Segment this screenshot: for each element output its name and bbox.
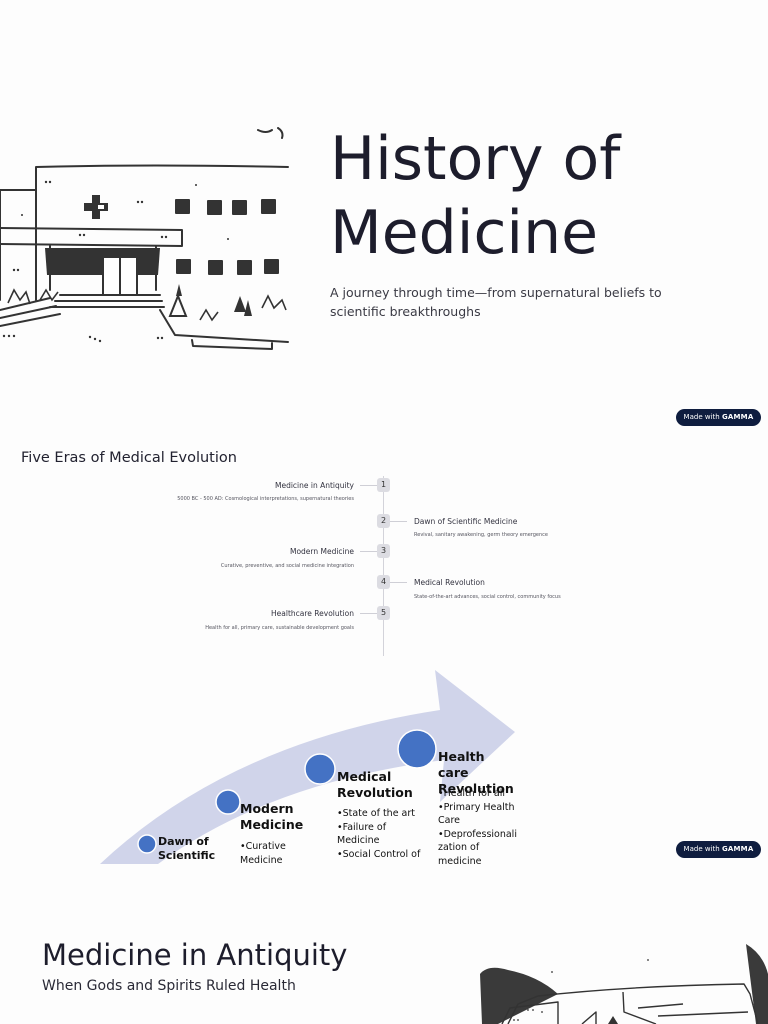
timeline-connector <box>360 551 377 552</box>
bullet: Medicine <box>337 835 380 846</box>
ancient-ruins-illustration <box>480 944 768 1024</box>
timeline-desc: 5000 BC - 500 AD: Cosmological interpret… <box>177 496 354 502</box>
timeline-desc: Revival, sanitary awakening, germ theory… <box>414 532 548 538</box>
slide-title: Medicine in Antiquity <box>42 938 348 972</box>
title-slide: History of Medicine A journey through ti… <box>0 0 768 432</box>
timeline-number: 3 <box>377 544 390 558</box>
era-dot <box>215 789 241 815</box>
arrow-label: Dawn of Scientific <box>158 835 216 862</box>
timeline-title: Medicine in Antiquity <box>275 481 354 490</box>
slide-title: History of Medicine <box>330 122 620 270</box>
title-line-2: Medicine <box>330 198 599 268</box>
bullet: medicine <box>438 855 482 867</box>
timeline-connector <box>360 485 377 486</box>
timeline-title: Medical Revolution <box>414 578 485 587</box>
arrow-label: Health care Revolution <box>438 749 514 796</box>
bullet: •Health for all <box>438 788 506 799</box>
badge-brand: GAMMA <box>721 413 754 421</box>
timeline-number: 5 <box>377 606 390 620</box>
made-with-gamma-badge[interactable]: Made with GAMMA <box>676 409 761 426</box>
bullet: •Primary Health <box>438 801 515 813</box>
made-with-gamma-badge[interactable]: Made with GAMMA <box>676 841 761 858</box>
timeline-number: 1 <box>377 478 390 492</box>
timeline-number: 2 <box>377 514 390 528</box>
antiquity-slide: Medicine in Antiquity When Gods and Spir… <box>0 864 768 1024</box>
title-line-1: History of <box>330 124 621 194</box>
era-dot <box>137 834 157 854</box>
slide-subtitle: A journey through time—from supernatural… <box>330 285 662 319</box>
arrow-label: Modern Medicine <box>240 801 304 832</box>
arrow-label: Medical Revolution <box>337 769 413 800</box>
section-title: Five Eras of Medical Evolution <box>21 450 237 466</box>
bullet: zation of <box>438 842 480 853</box>
bullet: Medicine <box>240 854 283 866</box>
timeline-connector <box>360 613 377 614</box>
badge-brand: GAMMA <box>721 845 754 853</box>
arrow-bullets: •Curative Medicine <box>240 840 286 867</box>
era-dot <box>397 729 437 769</box>
slide-subtitle: When Gods and Spirits Ruled Health <box>42 978 296 994</box>
timeline-title: Modern Medicine <box>289 547 354 556</box>
era-dot <box>304 753 336 785</box>
badge-prefix: Made with <box>683 845 720 853</box>
timeline-number: 4 <box>377 575 390 589</box>
timeline-desc: Health for all, primary care, sustainabl… <box>205 625 354 631</box>
timeline-axis <box>383 476 384 656</box>
hospital-illustration <box>0 127 289 350</box>
timeline-desc: Curative, preventive, and social medicin… <box>220 563 354 569</box>
eras-slide: Five Eras of Medical Evolution 1 Medicin… <box>0 432 768 867</box>
bullet: •Curative <box>240 841 286 852</box>
timeline-desc: State-of-the-art advances, social contro… <box>414 594 561 600</box>
timeline-connector <box>390 521 407 522</box>
bullet: •State of the art <box>337 808 416 819</box>
arrow-bullets: •Health for all •Primary Health Care •De… <box>438 787 517 868</box>
bullet: •Failure of <box>337 821 387 833</box>
badge-prefix: Made with <box>683 413 720 421</box>
timeline-connector <box>390 582 407 583</box>
bullet: •Deprofessionali <box>438 828 517 840</box>
timeline-title: Dawn of Scientific Medicine <box>414 517 518 526</box>
arrow-bullets: •State of the art •Failure of Medicine •… <box>337 807 420 861</box>
curved-arrow-graphic <box>100 670 515 864</box>
bullet: •Social Control of <box>337 848 421 860</box>
timeline-title: Healthcare Revolution <box>271 609 354 618</box>
bullet: Care <box>438 815 460 826</box>
